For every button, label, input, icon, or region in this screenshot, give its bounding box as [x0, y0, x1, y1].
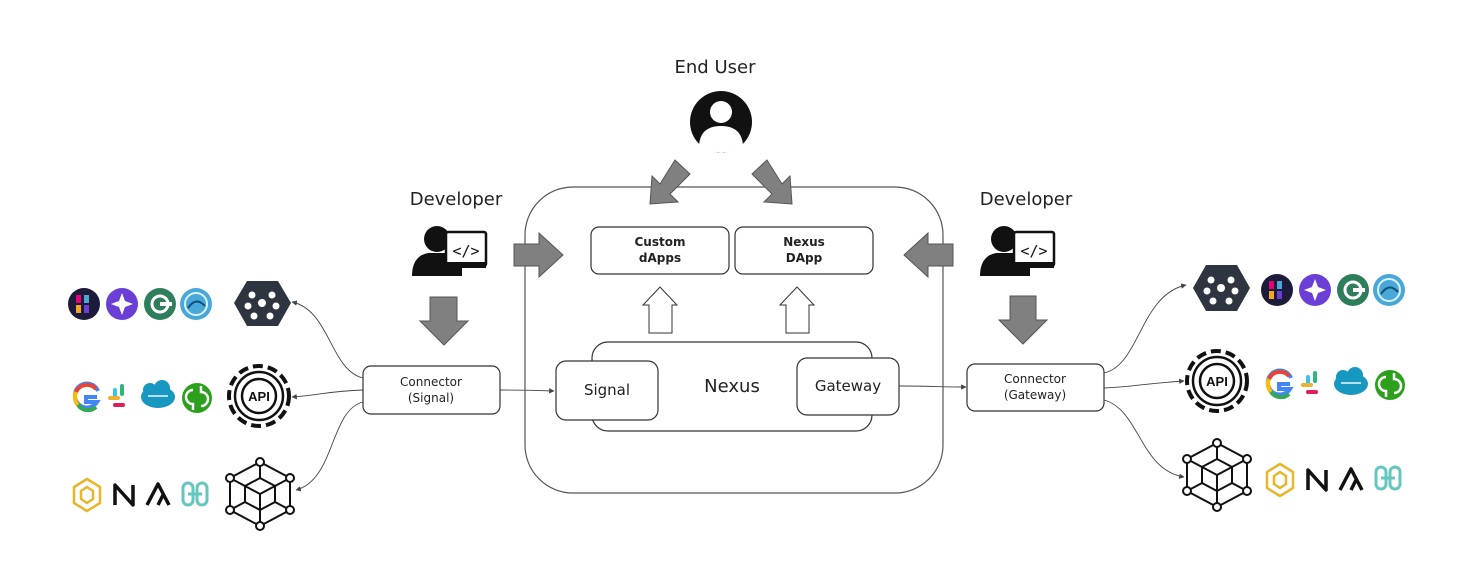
arrow-nexus-to-custom [641, 286, 679, 334]
cardano-icon [144, 288, 176, 320]
api-gear-icon: API [227, 364, 291, 428]
link-right-to-hub [1103, 283, 1187, 374]
slack-icon-right [1301, 371, 1318, 394]
arrow-user-to-nexus [751, 159, 793, 205]
custom-dapps-line1: Custom [635, 235, 686, 249]
api-label: API [248, 389, 270, 404]
salesforce-icon [141, 380, 175, 408]
custom-dapps-line2: dApps [639, 251, 681, 265]
custom-dapps-box [590, 226, 730, 275]
arbitrum-icon-right [1338, 467, 1364, 491]
google-icon-right [1265, 368, 1294, 400]
arrow-dev-left-to-connector [418, 296, 470, 346]
gateway-label: Gateway [815, 377, 881, 395]
nexus-dapp-line1: Nexus [783, 235, 825, 249]
quickbooks-icon-right [1375, 370, 1405, 400]
link-left-to-hub [291, 300, 364, 379]
arrow-dev-right-to-dapps [903, 231, 954, 279]
link-gateway-to-connector-gateway [898, 384, 967, 390]
connector-signal-line2: (Signal) [408, 391, 454, 405]
connector-signal-box [362, 365, 501, 415]
kite-icon [180, 288, 212, 320]
nexus-label: Nexus [704, 376, 760, 397]
cube-network-icon-right [1182, 438, 1252, 512]
connector-gateway-box [966, 363, 1105, 412]
near-icon-right [1306, 468, 1328, 492]
polkadot-icon-right [1261, 274, 1293, 306]
platform-container [524, 186, 944, 494]
cube-network-icon [225, 457, 295, 531]
link-left-to-api [291, 389, 364, 400]
starknet-icon-right [1299, 274, 1331, 306]
bnb-icon-right [1265, 462, 1295, 498]
gateway-box [796, 357, 900, 416]
hub-icon-right [1193, 265, 1250, 311]
nexus-dapp-box [734, 226, 874, 275]
api-label-right: API [1206, 374, 1228, 389]
developer-left-icon: </> [412, 226, 488, 276]
kite-icon-right [1373, 274, 1405, 306]
starknet-icon [106, 288, 138, 320]
connector-gateway-line2: (Gateway) [1004, 388, 1066, 402]
quickbooks-icon [182, 383, 212, 413]
signal-label: Signal [584, 381, 630, 399]
cardano-icon-right [1337, 274, 1369, 306]
nexus-dapp-line2: DApp [786, 251, 823, 265]
bnb-icon [72, 477, 102, 513]
arrow-nexus-to-nexusdapp [778, 286, 816, 334]
signal-box [555, 360, 659, 421]
api-gear-icon-right: API [1185, 349, 1249, 413]
link-right-to-cube [1103, 399, 1185, 479]
near-icon [113, 483, 135, 507]
end-user-icon [690, 91, 752, 153]
slack-icon [108, 384, 125, 407]
google-icon [72, 381, 101, 413]
hedera-icon [181, 481, 209, 507]
connector-gateway-line1: Connector [1004, 372, 1066, 386]
arrow-dev-left-to-dapps [513, 231, 564, 279]
developer-right-label: Developer [980, 189, 1073, 210]
polkadot-icon [68, 288, 100, 320]
connector-signal-line1: Connector [400, 375, 462, 389]
code-screen-icon-right: </> [1020, 242, 1047, 260]
link-right-to-api [1103, 378, 1185, 389]
hedera-icon-right [1374, 465, 1402, 491]
link-left-to-cube [295, 401, 364, 492]
developer-left-label: Developer [410, 189, 503, 210]
developer-right-icon: </> [980, 226, 1056, 276]
arbitrum-icon [145, 482, 171, 506]
hub-icon [234, 281, 291, 326]
salesforce-icon-right [1334, 367, 1368, 395]
arrow-dev-right-to-connector [997, 295, 1049, 345]
code-screen-icon: </> [452, 242, 479, 260]
end-user-label: End User [675, 57, 757, 78]
link-connector-signal-to-signal [499, 388, 555, 394]
arrow-user-to-custom [649, 159, 691, 205]
